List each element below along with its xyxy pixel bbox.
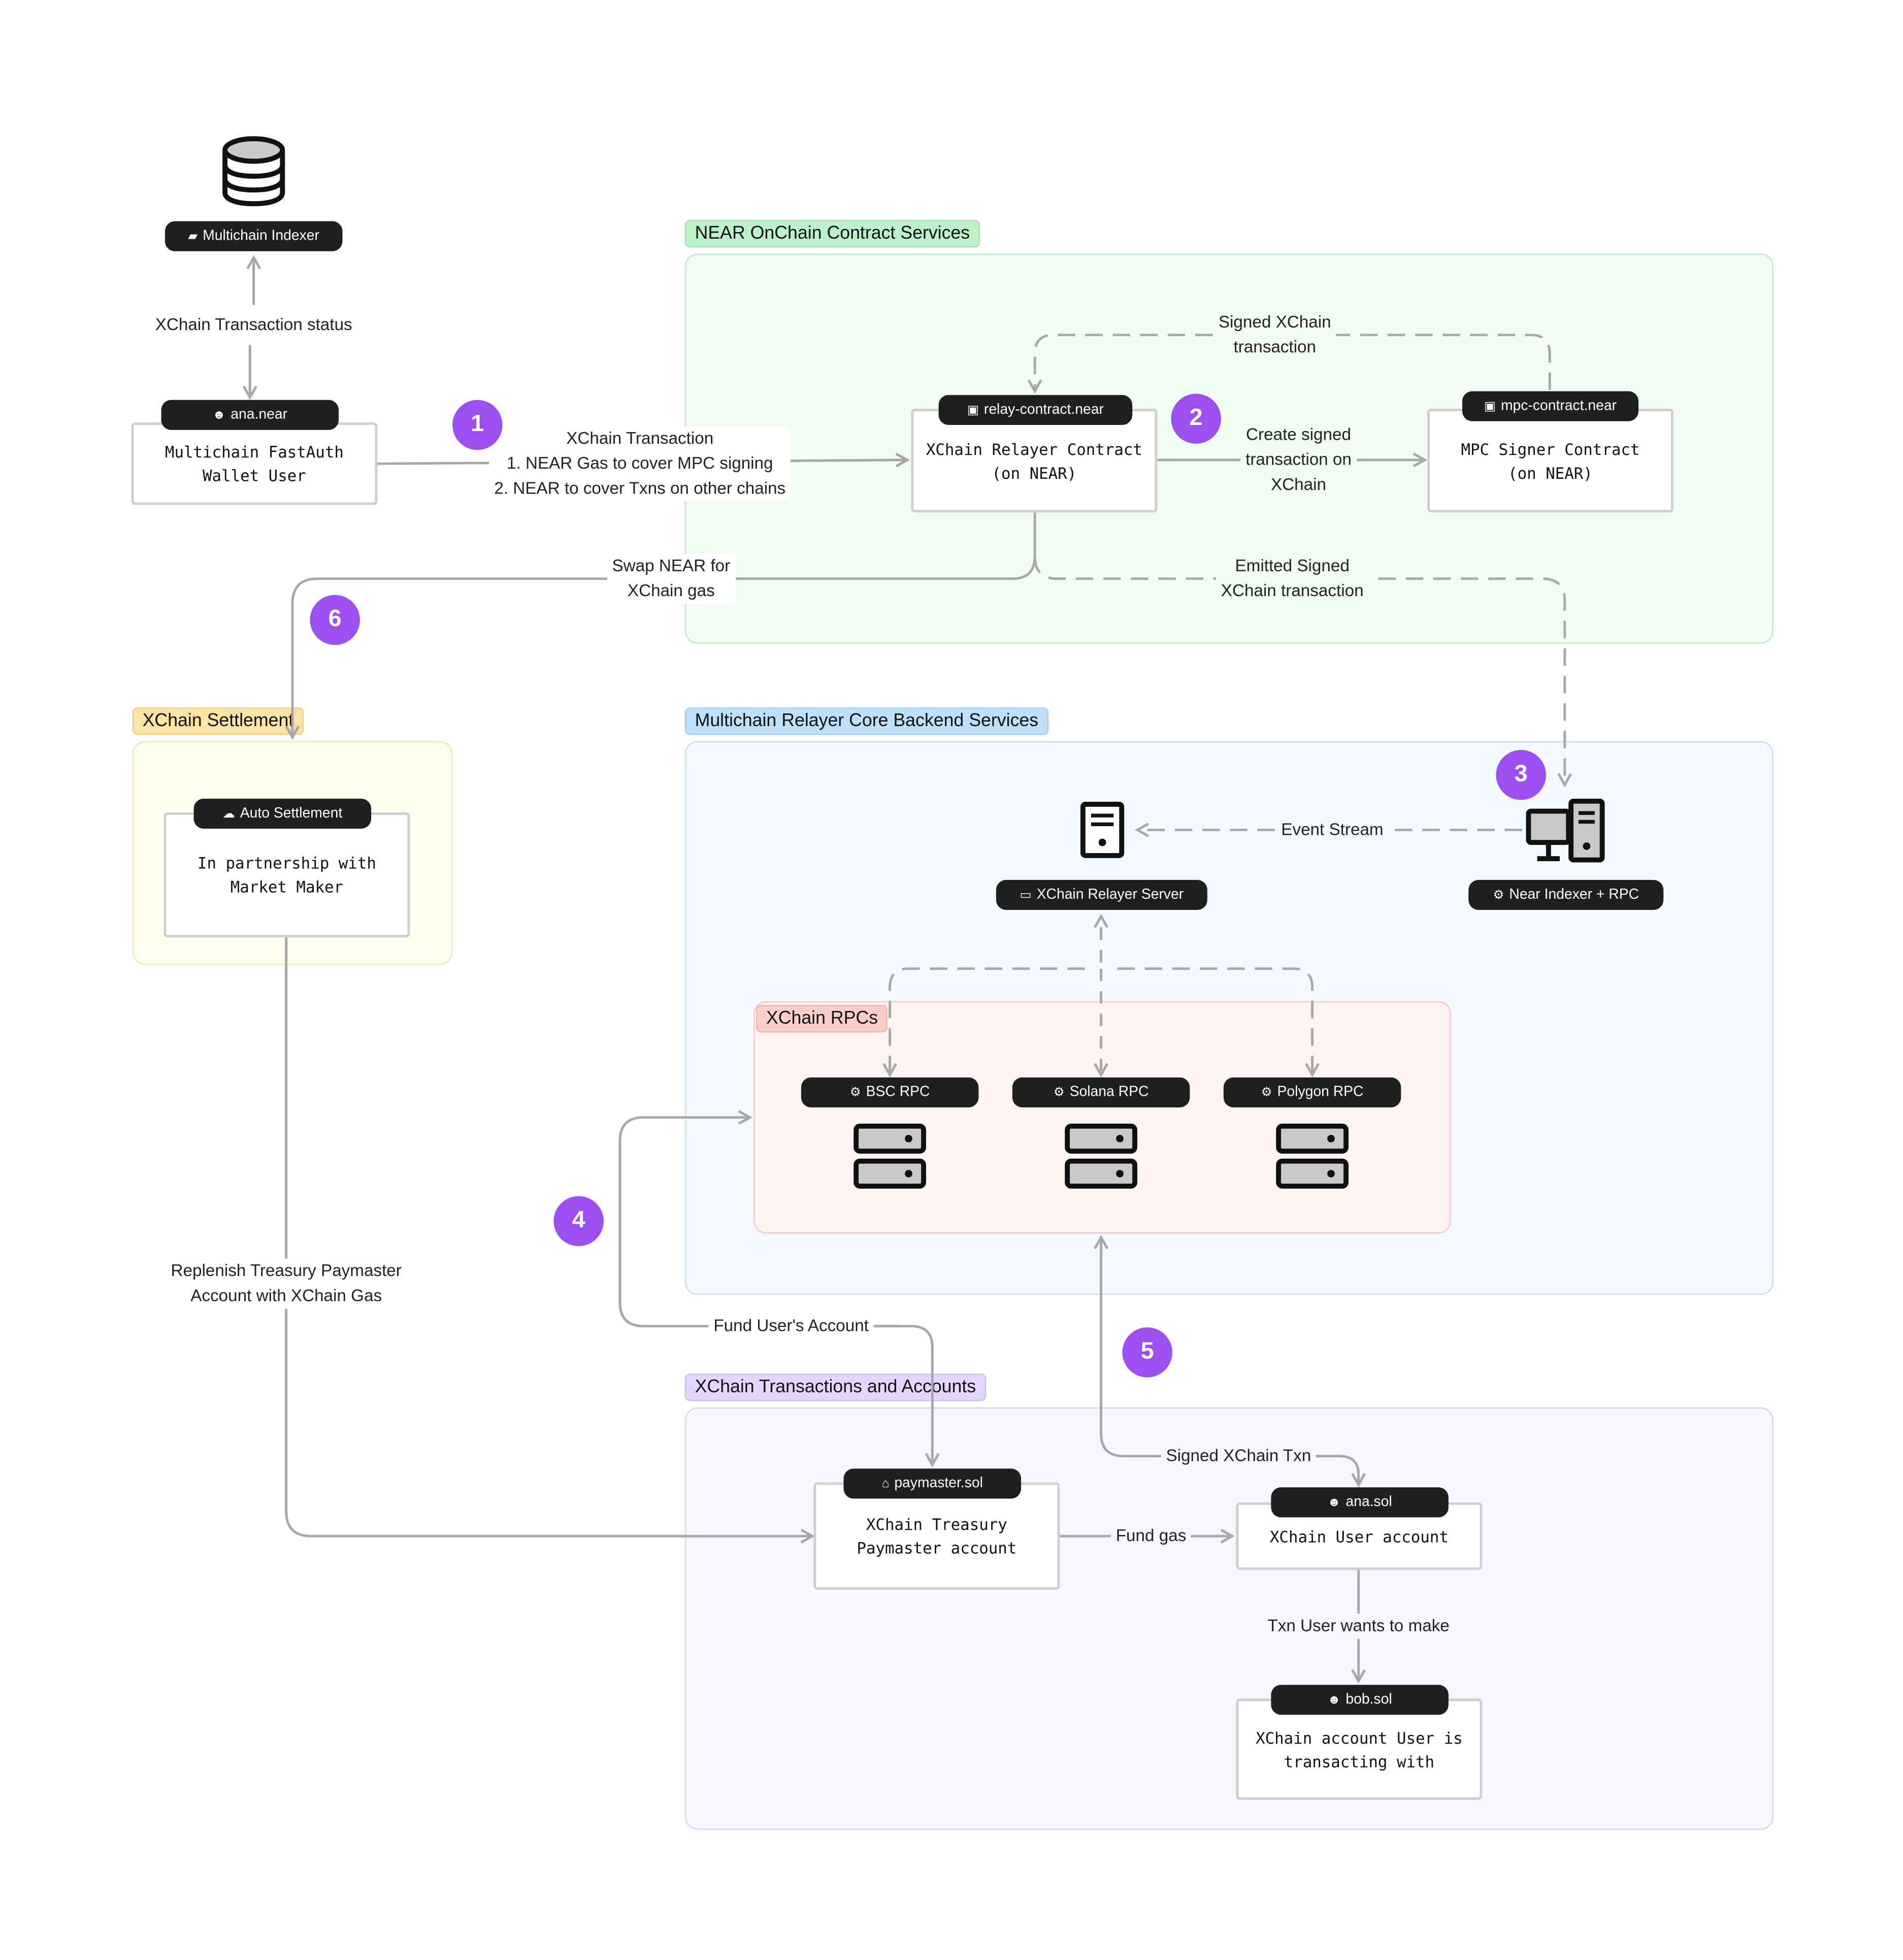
tag-paymaster-sol: ⌂paymaster.sol [843, 1468, 1022, 1499]
gear-icon: ⚙ [1053, 1085, 1065, 1099]
face-icon: ☻ [1327, 1495, 1341, 1510]
edge-rpc-fan-polygon [1117, 967, 1313, 1075]
cloud-icon: ☁ [222, 806, 235, 821]
bank-icon: ⌂ [881, 1477, 890, 1491]
edge-label-fund-user: Fund User's Account [708, 1314, 874, 1339]
tag-relay-contract-near: ▣relay-contract.near [938, 395, 1133, 425]
tag-xchain-relayer-server[interactable]: ▭XChain Relayer Server [996, 879, 1207, 910]
step-badge-6: 6 [310, 595, 360, 645]
gear-icon: ⚙ [1261, 1085, 1272, 1099]
face-icon: ☻ [1327, 1693, 1341, 1707]
edge-label-signed-txn: Signed XChain Txn [1161, 1444, 1317, 1469]
edge-label-create-signed: Create signed transaction on XChain [1240, 422, 1357, 498]
gear-icon: ⚙ [1493, 888, 1504, 902]
card-fastauth-user[interactable]: Multichain FastAuth Wallet User [131, 422, 378, 505]
edge-label-event-stream: Event Stream [1276, 817, 1389, 843]
step-badge-1: 1 [452, 400, 503, 450]
face-icon: ☻ [212, 408, 226, 422]
group-label-tx-accounts: XChain Transactions and Accounts [684, 1374, 986, 1401]
edge-emitted [1033, 556, 1565, 785]
step-badge-2: 2 [1171, 394, 1221, 444]
monitor-icon: ▭ [1020, 888, 1032, 902]
tag-bsc-rpc[interactable]: ⚙BSC RPC [801, 1077, 979, 1107]
edge-label-signed-tx: Signed XChain transaction [1213, 310, 1336, 360]
step-badge-3: 3 [1496, 749, 1546, 800]
computer-icon [1526, 798, 1605, 863]
tag-solana-rpc[interactable]: ⚙Solana RPC [1012, 1077, 1190, 1107]
tag-multichain-indexer: ▰Multichain Indexer [165, 221, 343, 251]
group-label-near-onchain: NEAR OnChain Contract Services [684, 220, 980, 248]
edge-label-emitted-signed: Emitted Signed XChain transaction [1216, 553, 1369, 604]
package-icon: ▣ [967, 403, 979, 417]
card-auto-settlement[interactable]: In partnership with Market Maker [163, 812, 410, 938]
edge-label-tx-status: XChain Transaction status [150, 312, 357, 338]
database-icon [222, 136, 285, 207]
gear-icon: ⚙ [849, 1085, 861, 1099]
tag-ana-sol: ☻ana.sol [1271, 1487, 1449, 1518]
group-label-xchain-rpcs: XChain RPCs [756, 1005, 888, 1033]
tag-polygon-rpc[interactable]: ⚙Polygon RPC [1223, 1077, 1401, 1107]
edge-signed-txn-ana [1312, 1455, 1359, 1485]
edge-signed-txn-rpc [1101, 1237, 1275, 1458]
edge-fund-user-paymaster [875, 1325, 932, 1465]
group-label-settlement: XChain Settlement [132, 707, 304, 735]
edge-fund-user-rpc [618, 1118, 900, 1328]
tag-near-indexer-rpc[interactable]: ⚙Near Indexer + RPC [1468, 879, 1664, 910]
card-bob-sol[interactable]: XChain account User is transacting with [1236, 1698, 1483, 1800]
server-rack-icon [1276, 1123, 1349, 1189]
card-mpc-signer[interactable]: MPC Signer Contract (on NEAR) [1427, 408, 1674, 513]
edge-label-swap-near: Swap NEAR for XChain gas [607, 553, 736, 604]
edge-label-fund-gas: Fund gas [1110, 1523, 1192, 1549]
edge-label-txn-wants: Txn User wants to make [1262, 1613, 1455, 1639]
edge-swap-near [292, 512, 1036, 737]
folder-icon: ▰ [188, 229, 198, 243]
edge-label-xchain-tx: XChain Transaction 1. NEAR Gas to cover … [489, 426, 791, 502]
tag-auto-settlement: ☁Auto Settlement [193, 798, 372, 829]
tag-mpc-contract-near: ▣mpc-contract.near [1462, 391, 1639, 421]
group-label-core-backend: Multichain Relayer Core Backend Services [684, 707, 1048, 735]
edge-label-replenish: Replenish Treasury Paymaster Account wit… [166, 1258, 407, 1309]
step-badge-4: 4 [553, 1196, 604, 1247]
tag-ana-near: ☻ana.near [161, 400, 339, 430]
server-tower-icon [1080, 802, 1125, 858]
server-rack-icon [854, 1123, 926, 1189]
step-badge-5: 5 [1122, 1327, 1172, 1378]
package-icon: ▣ [1484, 399, 1496, 413]
edge-rpc-fan-bsc [890, 967, 1085, 1075]
tag-bob-sol: ☻bob.sol [1271, 1685, 1449, 1715]
edge-replenish [285, 937, 812, 1536]
server-rack-icon [1065, 1123, 1137, 1189]
